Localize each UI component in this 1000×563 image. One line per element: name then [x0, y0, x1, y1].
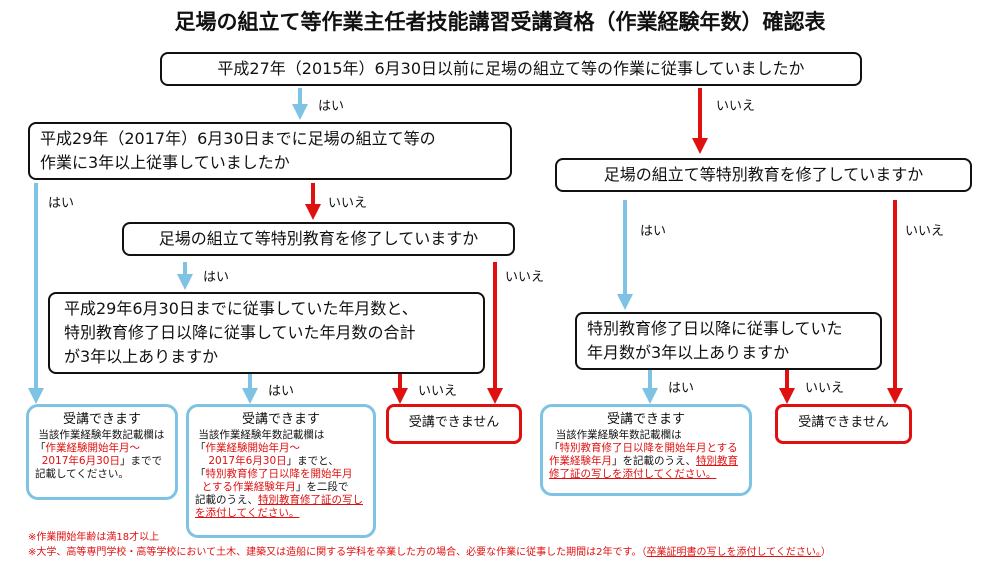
result-highlight: 作業経験開始年月～: [45, 442, 141, 454]
result-heading: 受講できます: [606, 412, 685, 427]
result-text: 当該作業経験年数記載欄は: [38, 429, 165, 441]
no-label: いいえ: [716, 99, 756, 114]
question-2-line: 平成29年（2017年）6月30日までに足場の組立て等の: [40, 129, 436, 148]
question-1: 平成27年（2015年）6月30日以前に足場の組立て等の作業に従事していましたか: [160, 52, 862, 86]
question-4-line: 平成29年6月30日までに従事していた年月数と、: [64, 299, 418, 318]
page-title: 足場の組立て等作業主任者技能講習受講資格（作業経験年数）確認表: [174, 10, 826, 34]
result-ineligible-1: 受講できません: [386, 404, 522, 444]
question-3-right: 足場の組立て等特別教育を修了していますか: [555, 158, 972, 192]
result-ineligible-2: 受講できません: [775, 404, 912, 444]
result-text: 当該作業経験年数記載欄は: [555, 429, 682, 441]
no-label: いいえ: [328, 196, 368, 211]
result-eligible-3: 受講できます 当該作業経験年数記載欄は 「特別教育修了日以降を開始年月とする 作…: [540, 404, 752, 496]
yes-label: はい: [318, 99, 345, 114]
result-highlight: 修了証の写しを添付してください。: [549, 468, 717, 480]
result-text: 記載のうえ、: [195, 494, 258, 506]
result-highlight: とする作業経験年月: [201, 481, 296, 493]
result-text: 」を記載のうえ、: [612, 455, 696, 467]
question-2: 平成29年（2017年）6月30日までに足場の組立て等の 作業に3年以上従事して…: [28, 122, 512, 180]
question-4: 平成29年6月30日までに従事していた年月数と、 特別教育修了日以降に従事してい…: [48, 292, 485, 374]
question-4-line: 特別教育修了日以降に従事していた年月数の合計: [64, 323, 416, 342]
bracket: 「: [549, 442, 560, 454]
result-text: 」を二段で: [295, 481, 349, 493]
question-4-line: が3年以上ありますか: [64, 347, 219, 366]
result-highlight: 作業経験開始年月～: [205, 442, 301, 454]
result-highlight: 特別教育: [696, 455, 738, 467]
question-2-line: 作業に3年以上従事していましたか: [40, 153, 290, 172]
result-text: 記載してください。: [35, 468, 129, 480]
result-highlight: を添付してください。: [195, 507, 300, 519]
result-text: 」までと、: [286, 455, 339, 467]
bracket: 「: [195, 442, 206, 454]
no-label: いいえ: [418, 384, 458, 399]
footnote-text: ※大学、高等専門学校・高等学校において土木、建築又は造船に関する学科を卒業した方…: [28, 547, 647, 558]
result-eligible-1: 受講できます 当該作業経験年数記載欄は 「作業経験開始年月～ 2017年6月30…: [26, 404, 178, 500]
yes-label: はい: [48, 196, 75, 211]
question-3-left: 足場の組立て等特別教育を修了していますか: [122, 222, 515, 256]
result-text: 」までで: [119, 455, 162, 467]
question-5-line: 特別教育修了日以降に従事していた: [587, 319, 843, 338]
no-label: いいえ: [805, 381, 845, 396]
question-5-line: 年月数が3年以上ありますか: [587, 343, 790, 362]
result-highlight: 特別教育修了証の写し: [258, 494, 363, 506]
result-highlight: 作業経験年月: [549, 455, 612, 467]
yes-label: はい: [668, 381, 695, 396]
result-highlight: 特別教育修了日以降を開始年月とする: [559, 442, 738, 454]
bracket: 「: [35, 442, 46, 454]
result-highlight: 特別教育修了日以降を開始年月: [205, 468, 353, 480]
yes-label: はい: [268, 384, 295, 399]
result-highlight: 2017年6月30日: [208, 455, 287, 467]
no-label: いいえ: [905, 224, 945, 239]
footnote-text: ）: [820, 547, 831, 558]
footnote-education: ※大学、高等専門学校・高等学校において土木、建築又は造船に関する学科を卒業した方…: [28, 543, 831, 558]
yes-label: はい: [640, 224, 667, 239]
result-highlight: 2017年6月30日: [41, 455, 120, 467]
no-label: いいえ: [505, 270, 545, 285]
yes-label: はい: [203, 270, 230, 285]
result-eligible-2: 受講できます 当該作業経験年数記載欄は 「作業経験開始年月～ 2017年6月30…: [186, 404, 376, 538]
footnote-highlight: 卒業証明書の写しを添付してください。: [646, 547, 821, 558]
result-text: 当該作業経験年数記載欄は: [198, 429, 325, 441]
bracket: 「: [195, 468, 206, 480]
result-heading: 受講できます: [62, 412, 141, 427]
question-5: 特別教育修了日以降に従事していた 年月数が3年以上ありますか: [575, 312, 882, 370]
footnote-age: ※作業開始年齢は満18才以上: [28, 532, 160, 543]
result-heading: 受講できます: [241, 412, 320, 427]
